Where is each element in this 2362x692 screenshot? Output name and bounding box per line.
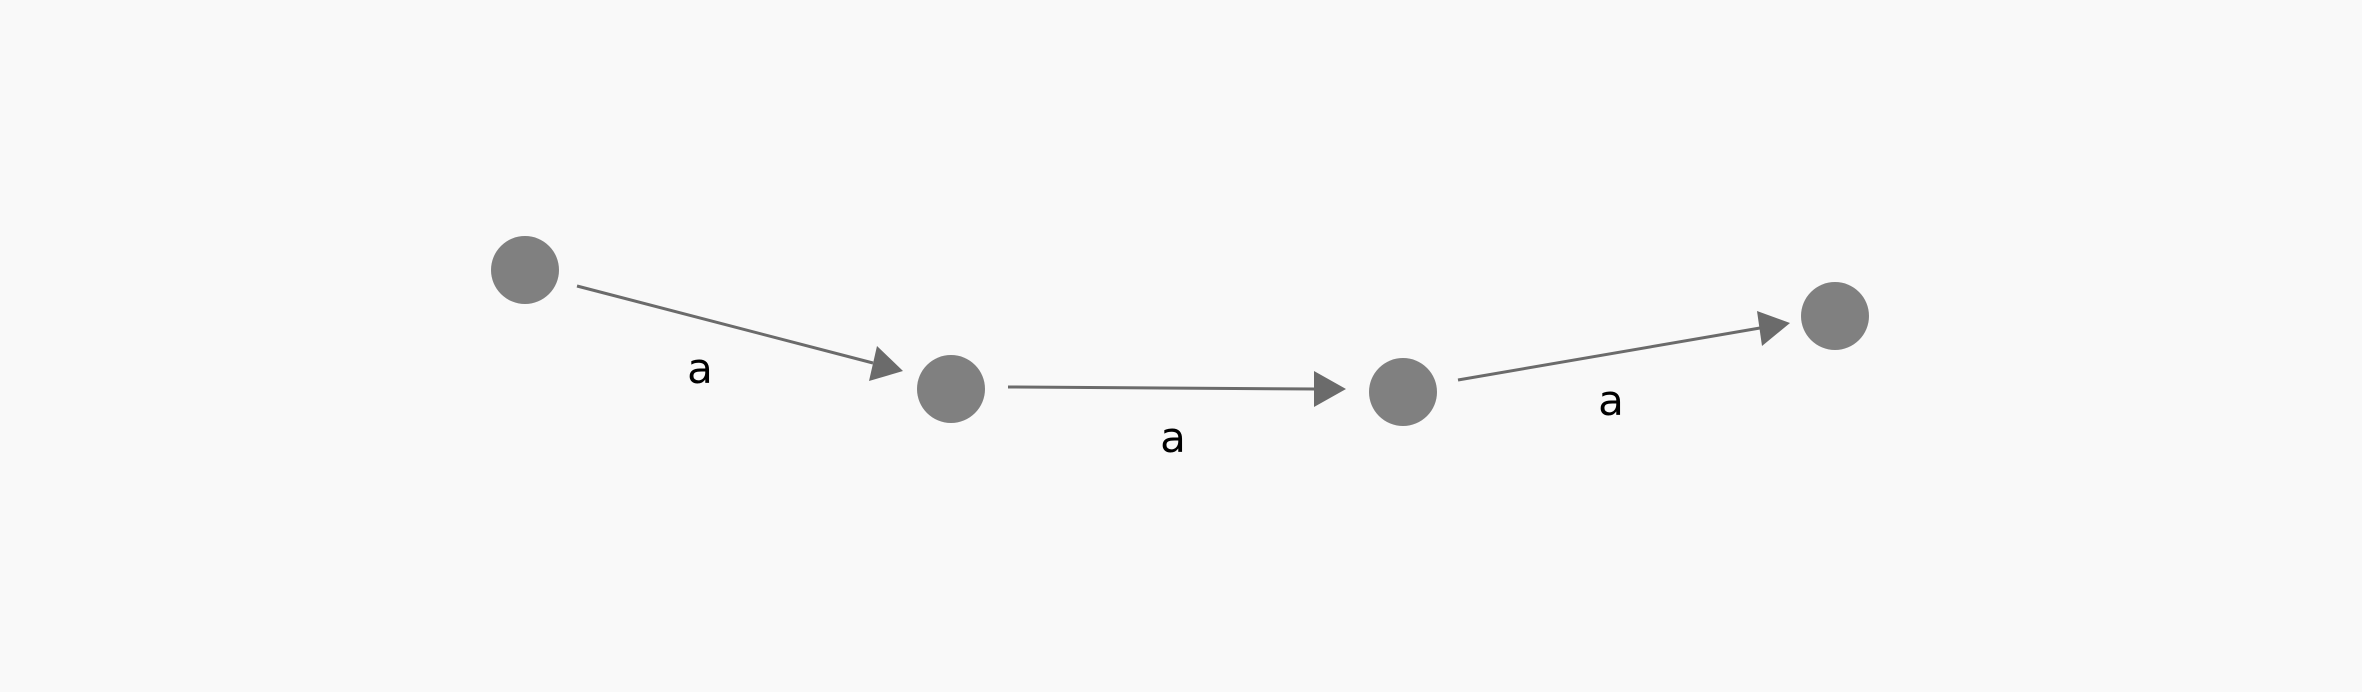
edge-label: a <box>1598 376 1624 425</box>
edge-label: a <box>1160 413 1186 462</box>
edge-n2-n3: a <box>1007 371 1346 462</box>
graph-node <box>1369 358 1437 426</box>
edge-n3-n4: a <box>1457 311 1790 425</box>
graph-node <box>491 236 559 304</box>
edge-line <box>1457 326 1761 382</box>
arrowhead-icon <box>869 346 903 381</box>
edge-label: a <box>687 344 713 393</box>
edge-n1-n2: a <box>576 284 903 393</box>
edge-line <box>1007 385 1317 391</box>
arrowhead-icon <box>1757 311 1790 346</box>
edge-line <box>576 284 874 365</box>
graph-node <box>917 355 985 423</box>
graph-node <box>1801 282 1869 350</box>
arrowhead-icon <box>1314 371 1346 407</box>
